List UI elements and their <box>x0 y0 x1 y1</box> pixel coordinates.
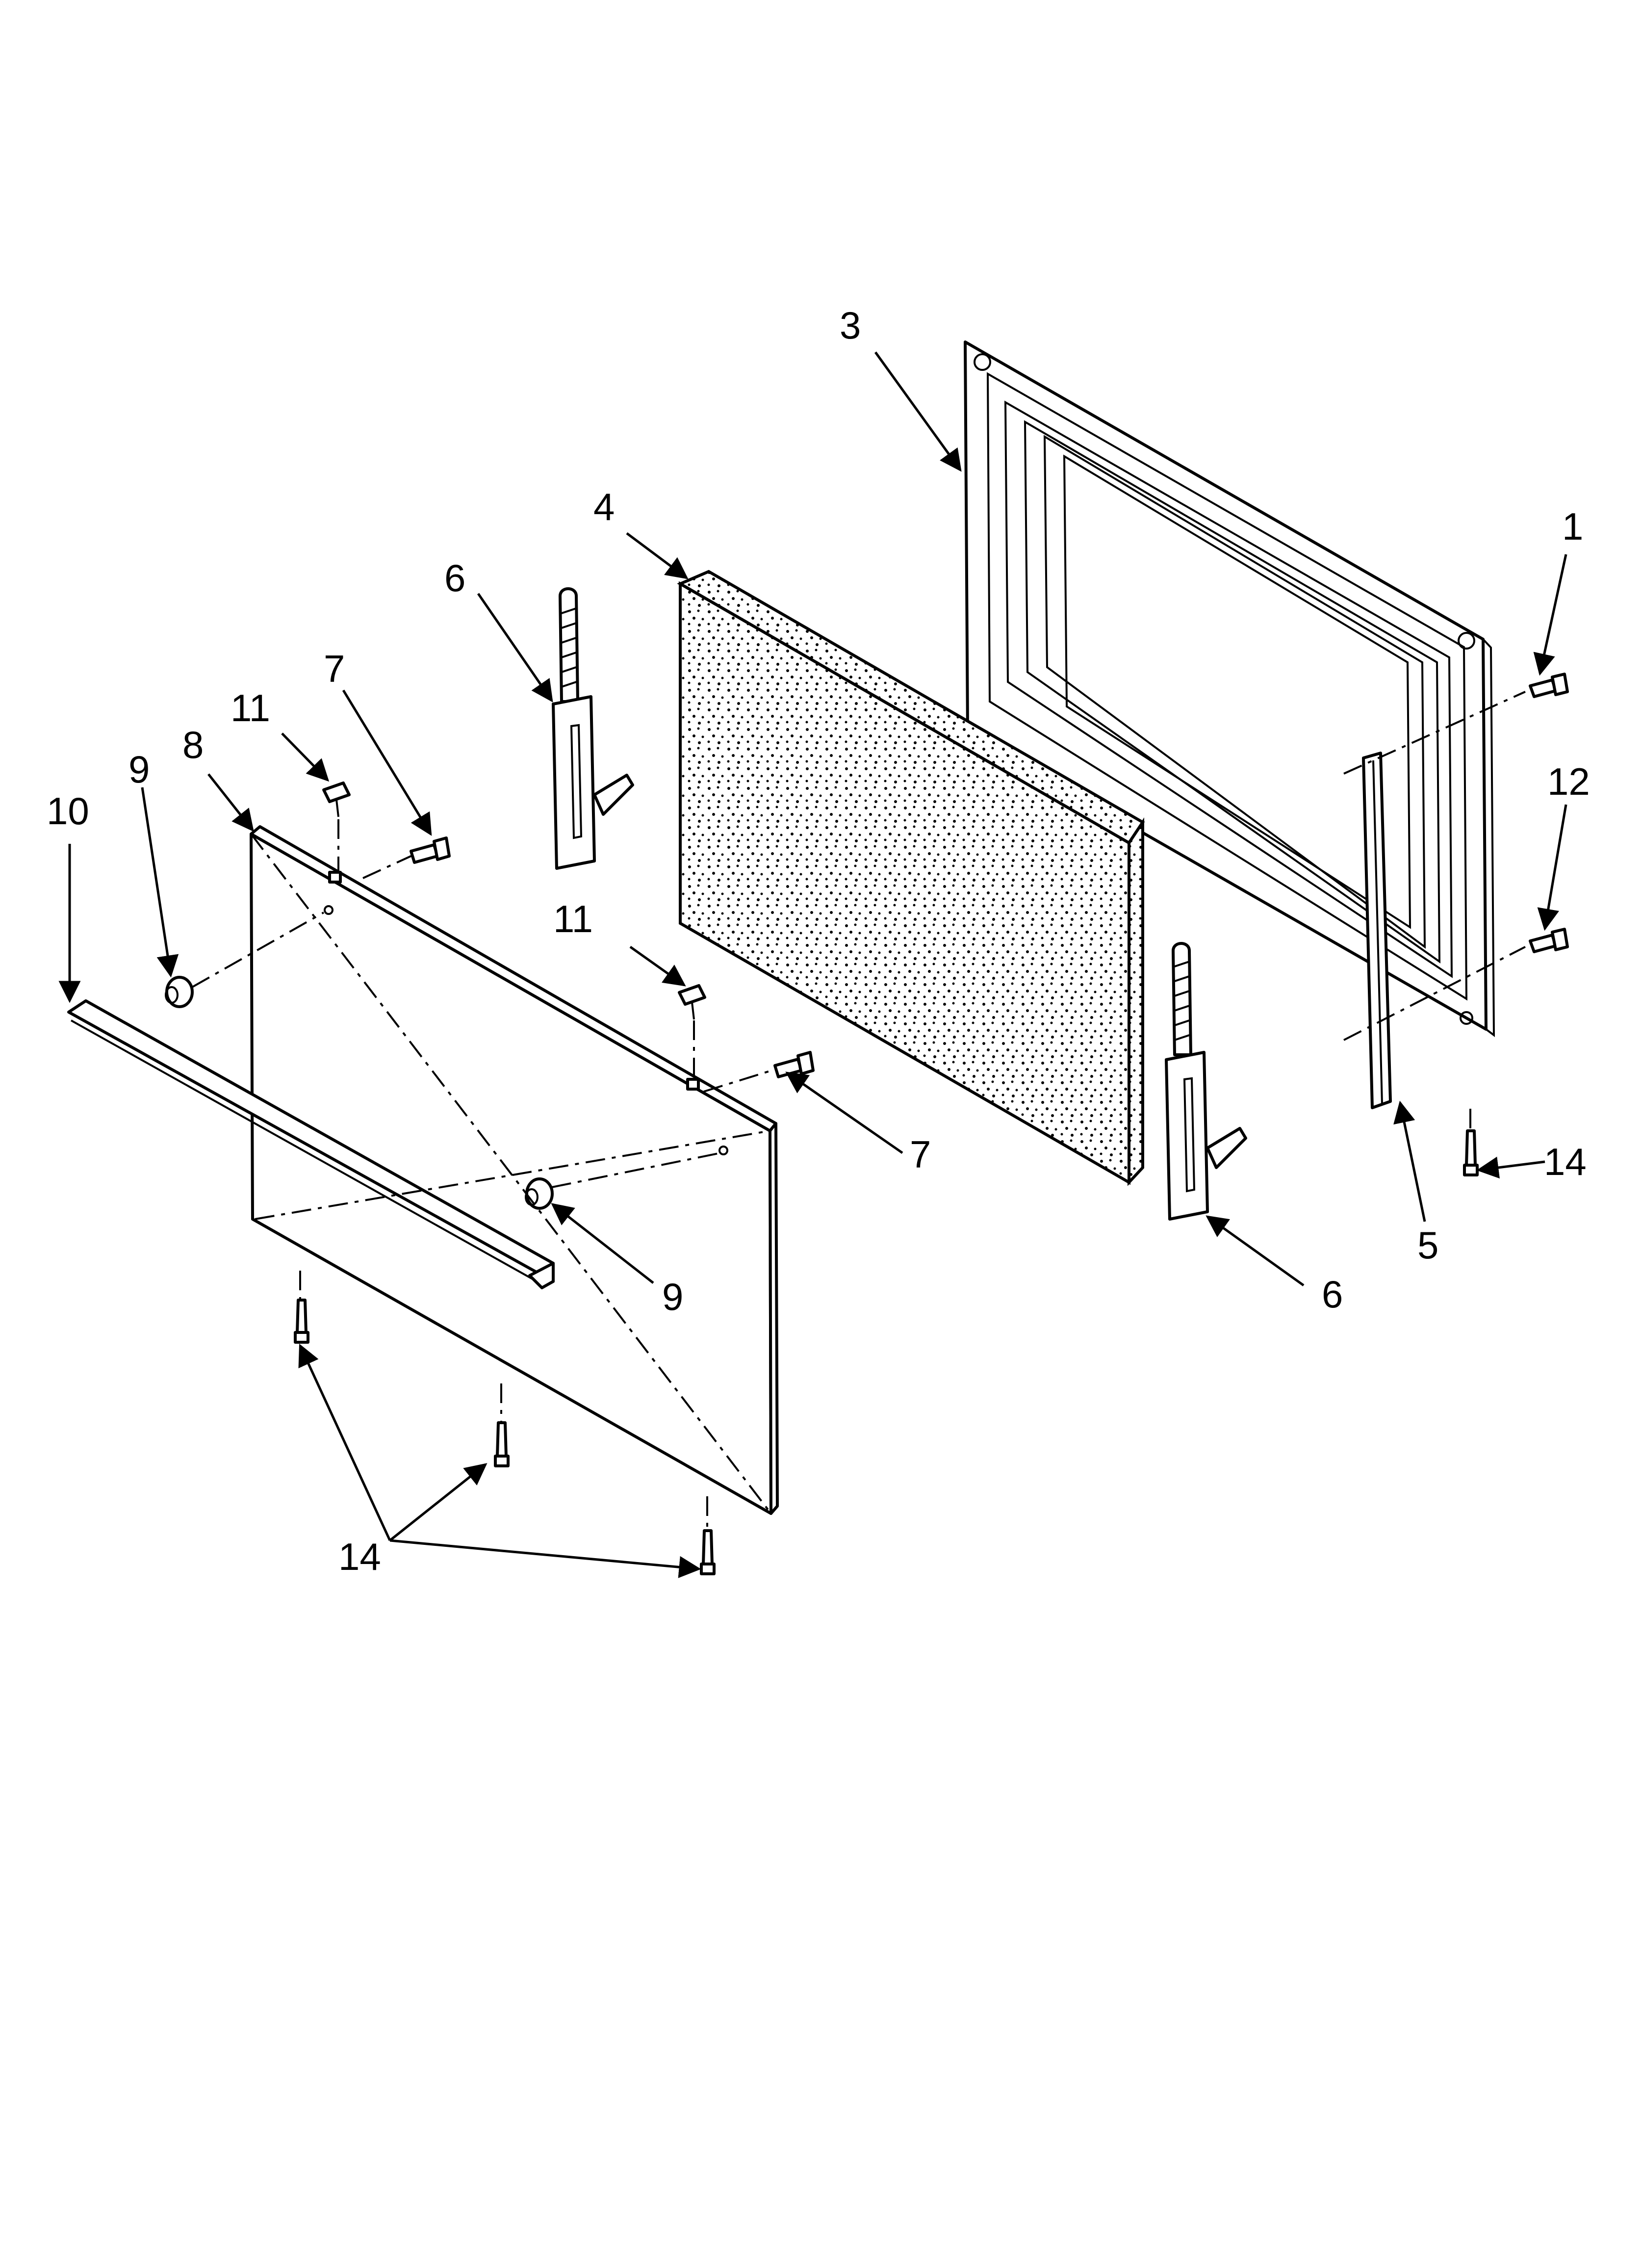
callout-12: 12 <box>1547 760 1590 803</box>
spacer-right <box>525 1177 554 1210</box>
callout-labels: 1 3 4 5 6 6 7 7 8 9 9 10 11 11 12 14 14 <box>47 304 1590 1578</box>
spacer-left <box>165 976 194 1008</box>
screw-12 <box>1529 928 1569 953</box>
screw-7-upper <box>410 836 451 864</box>
callout-6-lower: 6 <box>1322 1273 1343 1316</box>
leader-lines <box>58 351 1567 1578</box>
door-insulation <box>677 570 1145 1186</box>
callout-7-lower: 7 <box>910 1133 931 1176</box>
screw-11-lower <box>678 984 706 1020</box>
callout-8: 8 <box>182 723 204 766</box>
callout-3: 3 <box>840 304 861 347</box>
screw-14-left <box>294 1299 309 1344</box>
alignment-lines <box>192 691 1526 1531</box>
callout-4: 4 <box>593 485 615 528</box>
hinge-lower <box>1165 942 1247 1221</box>
screw-1 <box>1529 673 1569 698</box>
callout-14-right: 14 <box>1544 1140 1587 1183</box>
screw-14-right <box>1463 1129 1479 1176</box>
door-handle-trim <box>67 999 555 1289</box>
callout-9-left: 9 <box>128 748 150 791</box>
callout-5: 5 <box>1417 1224 1438 1267</box>
door-liner-frame <box>964 340 1495 1038</box>
callout-11-lower: 11 <box>553 897 593 940</box>
callout-11-upper: 11 <box>231 686 270 730</box>
screw-7-lower <box>773 1051 815 1078</box>
callout-6-upper: 6 <box>444 556 465 600</box>
callout-1: 1 <box>1562 505 1583 548</box>
screw-11-upper <box>322 782 351 817</box>
callout-10: 10 <box>47 789 89 833</box>
callout-9-right: 9 <box>662 1275 683 1318</box>
hinge-upper <box>552 587 634 870</box>
callout-7-upper: 7 <box>324 647 345 690</box>
callout-14-bottom: 14 <box>338 1535 381 1578</box>
screw-14-bottom <box>700 1529 716 1575</box>
screw-14-middle <box>494 1421 510 1467</box>
